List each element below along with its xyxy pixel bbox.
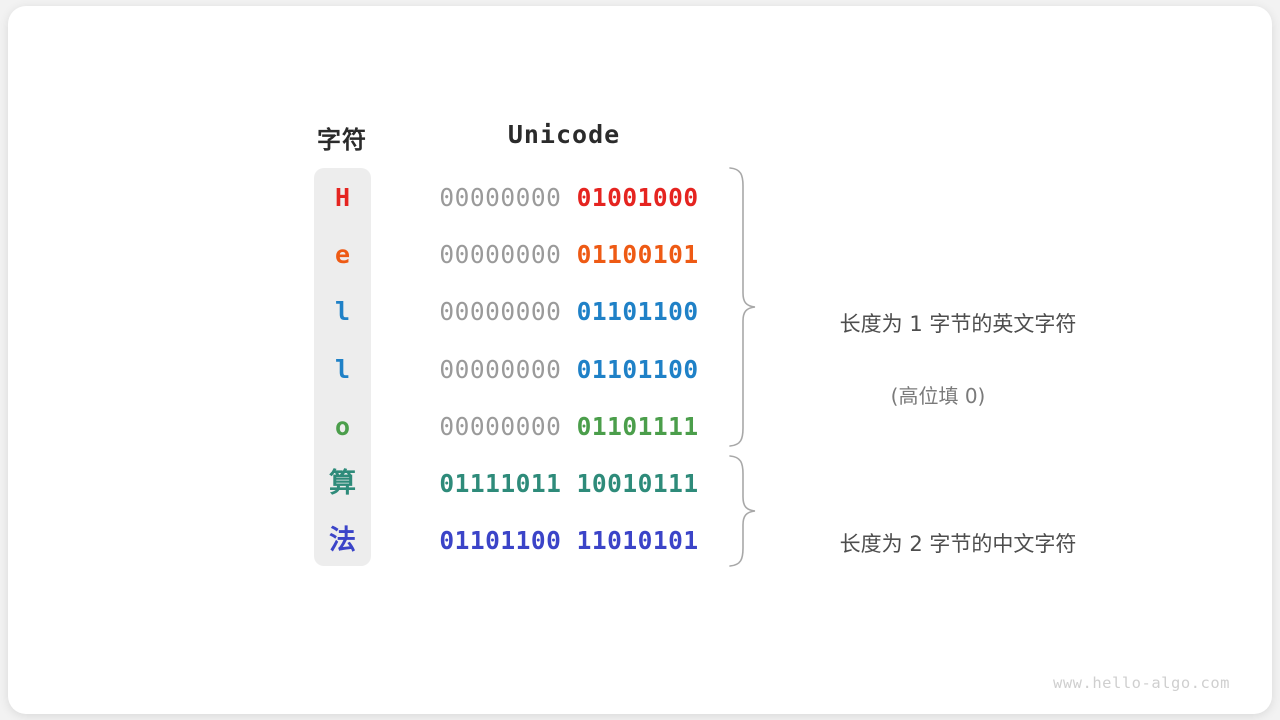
unicode-low-byte: 01101100 [576,354,699,384]
unicode-binary-row: 00000000 01001000 [404,179,734,217]
unicode-low-byte: 01001000 [576,183,699,212]
brace-cjk-group [729,455,756,567]
character-cell: o [334,411,351,441]
character-cell: 法 [329,525,356,557]
unicode-low-byte: 01100101 [576,240,699,270]
unicode-high-byte: 00000000 [439,183,562,212]
unicode-high-byte: 00000000 [439,411,562,441]
character-cell: 算 [329,468,356,499]
character-cell: l [334,297,351,327]
unicode-high-byte: 00000000 [439,354,562,384]
unicode-low-byte: 01101111 [576,411,699,441]
unicode-high-byte: 01111011 [439,469,562,498]
character-cell: H [334,183,351,212]
unicode-binary-row: 00000000 01101100 [404,351,734,389]
watermark-url: www.hello-algo.com [1053,674,1230,692]
annotation-ascii-main: 长度为 1 字节的英文字符 [839,312,1077,336]
unicode-low-byte: 11010101 [576,526,699,556]
unicode-high-byte: 01101100 [439,526,562,556]
unicode-high-byte: 00000000 [439,240,562,270]
unicode-binary-row: 01111011 10010111 [404,465,734,503]
unicode-low-byte: 10010111 [576,469,699,498]
unicode-high-byte: 00000000 [439,297,562,327]
unicode-low-byte: 01101100 [576,297,699,327]
annotation-cjk-main: 长度为 2 字节的中文字符 [839,532,1077,556]
character-cell: l [334,354,351,384]
brace-ascii-group [729,167,756,447]
annotation-ascii: 长度为 1 字节的英文字符 (高位填 0) [768,270,1108,486]
character-column-background [314,168,371,566]
unicode-binary-row: 00000000 01101100 [404,293,734,331]
unicode-binary-row: 01101100 11010101 [404,522,734,560]
column-header-unicode: Unicode [507,120,621,149]
character-cell: e [334,240,351,270]
unicode-binary-row: 00000000 01100101 [404,236,734,274]
unicode-binary-row: 00000000 01101111 [404,408,734,446]
annotation-ascii-sub: (高位填 0) [890,384,986,408]
annotation-cjk: 长度为 2 字节的中文字符 [768,490,1108,598]
column-header-character: 字符 [317,126,367,154]
